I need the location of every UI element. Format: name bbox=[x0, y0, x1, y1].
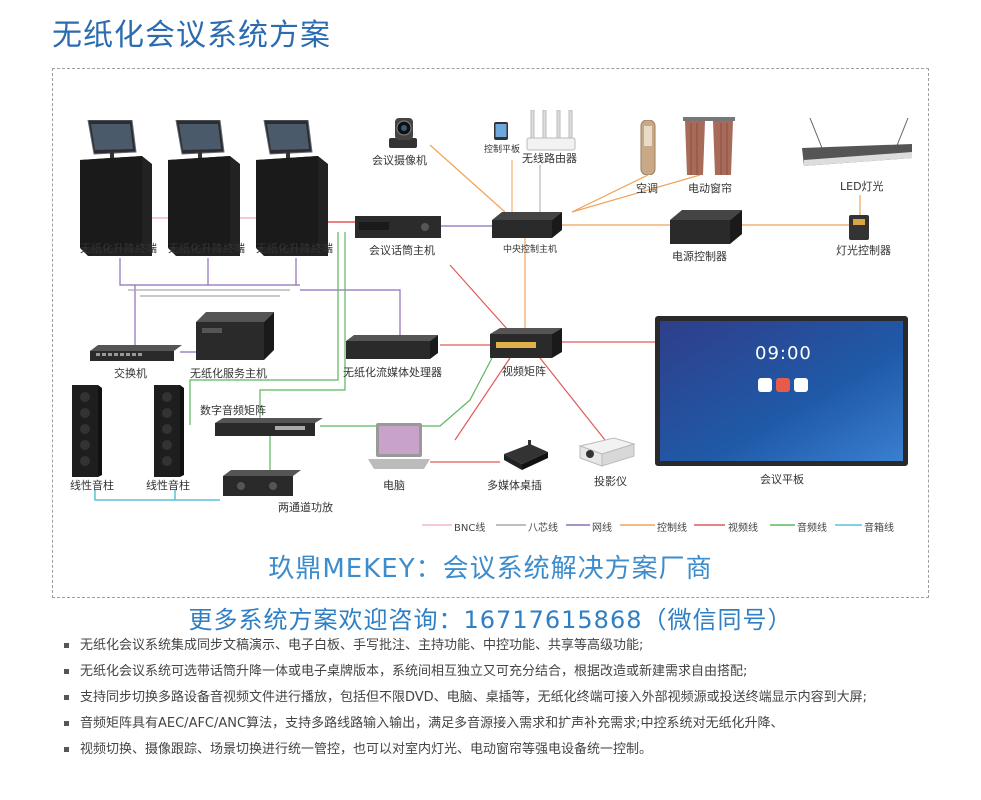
camera-icon bbox=[389, 118, 417, 148]
legend-label-speaker: 音箱线 bbox=[864, 523, 894, 534]
feature-list: 无纸化会议系统集成同步文稿演示、电子白板、手写批注、主持功能、中控功能、共享等高… bbox=[62, 636, 942, 766]
power-controller-icon bbox=[670, 210, 742, 244]
label-power-controller: 电源控制器 bbox=[672, 250, 727, 263]
label-control-tablet: 控制平板 bbox=[484, 145, 521, 155]
label-mic-host: 会议话筒主机 bbox=[369, 244, 435, 257]
wire-video bbox=[454, 357, 511, 441]
conference-panel-icon bbox=[655, 316, 908, 466]
lift-terminal-icon bbox=[80, 120, 152, 256]
wire-network bbox=[119, 258, 300, 286]
legend-label-audio: 音频线 bbox=[797, 523, 827, 534]
label-central-host: 中央控制主机 bbox=[503, 245, 558, 255]
wire-control bbox=[429, 144, 506, 213]
diagram-frame bbox=[52, 68, 929, 598]
label-terminal-3: 无纸化升降终端 bbox=[256, 242, 333, 255]
label-terminal-2: 无纸化升降终端 bbox=[168, 242, 245, 255]
list-item: 支持同步切换多路设备音视频文件进行播放，包括但不限DVD、电脑、桌插等，无纸化终… bbox=[62, 688, 942, 707]
wire-video bbox=[449, 264, 509, 331]
label-light-controller: 灯光控制器 bbox=[836, 244, 891, 257]
bullet-icon bbox=[64, 721, 69, 726]
bullet-icon bbox=[64, 747, 69, 752]
legend-label-network: 网线 bbox=[592, 523, 612, 534]
label-server: 无纸化服务主机 bbox=[190, 367, 267, 380]
wiring-diagram bbox=[94, 144, 862, 526]
streaming-processor-icon bbox=[346, 335, 438, 359]
label-conference-panel: 会议平板 bbox=[760, 473, 804, 486]
page-title: 无纸化会议系统方案 bbox=[52, 18, 331, 53]
mic-host-icon bbox=[355, 216, 441, 238]
label-audio-matrix: 数字音频矩阵 bbox=[200, 404, 266, 417]
screen-clock: 09:00 bbox=[755, 343, 812, 364]
wire-audio bbox=[259, 232, 346, 420]
label-curtain: 电动窗帘 bbox=[688, 182, 732, 195]
led-light-icon bbox=[802, 118, 912, 166]
air-conditioner-icon bbox=[640, 120, 656, 175]
wire-control bbox=[571, 174, 701, 213]
label-pc: 电脑 bbox=[383, 479, 405, 492]
central-host-icon bbox=[492, 212, 562, 238]
label-amplifier: 两通道功放 bbox=[278, 501, 333, 514]
label-ac: 空调 bbox=[636, 182, 658, 195]
audio-matrix-icon bbox=[215, 418, 323, 436]
server-icon bbox=[196, 312, 274, 360]
label-speaker-1: 线性音柱 bbox=[70, 479, 114, 492]
bullet-icon bbox=[64, 669, 69, 674]
projector-icon bbox=[578, 437, 636, 467]
wire-audio bbox=[189, 232, 339, 425]
label-switch: 交换机 bbox=[114, 367, 147, 380]
legend-label-bnc: BNC线 bbox=[454, 523, 486, 534]
speaker-icon bbox=[154, 385, 184, 477]
brand-slogan: 玖鼎MEKEY：会议系统解决方案厂商 bbox=[268, 554, 713, 584]
curtain-icon bbox=[683, 117, 735, 175]
label-router: 无线路由器 bbox=[522, 152, 577, 165]
label-led: LED灯光 bbox=[840, 180, 884, 193]
lift-terminal-icon bbox=[256, 120, 328, 256]
label-camera: 会议摄像机 bbox=[372, 154, 427, 167]
wire-speaker bbox=[94, 490, 220, 501]
network-switch-icon bbox=[90, 345, 182, 361]
bullet-icon bbox=[64, 643, 69, 648]
list-item: 无纸化会议系统可选带话筒升降一体或电子桌牌版本，系统间相互独立又可充分结合，根据… bbox=[62, 662, 942, 681]
label-stream-processor: 无纸化流媒体处理器 bbox=[343, 366, 442, 379]
list-item: 视频切换、摄像跟踪、场景切换进行统一管控，也可以对室内灯光、电动窗帘等强电设备统… bbox=[62, 740, 942, 759]
legend-label-video: 视频线 bbox=[728, 523, 758, 534]
tablet-icon bbox=[494, 122, 508, 140]
wire-control bbox=[571, 174, 649, 213]
video-matrix-icon bbox=[490, 328, 562, 358]
bullet-icon bbox=[64, 695, 69, 700]
light-controller-icon bbox=[849, 215, 869, 240]
wire-video bbox=[539, 357, 606, 441]
list-item: 音频矩阵具有AEC/AFC/ANC算法，支持多路线路输入输出，满足多音源接入需求… bbox=[62, 714, 942, 733]
label-speaker-2: 线性音柱 bbox=[146, 479, 190, 492]
desk-socket-icon bbox=[504, 440, 548, 470]
speaker-icon bbox=[72, 385, 102, 477]
wire-network bbox=[300, 289, 401, 342]
label-desk-socket: 多媒体桌插 bbox=[487, 479, 542, 492]
lift-terminal-icon bbox=[168, 120, 240, 256]
laptop-icon bbox=[368, 423, 430, 469]
amplifier-icon bbox=[223, 470, 301, 496]
label-video-matrix: 视频矩阵 bbox=[502, 365, 546, 378]
legend-label-control: 控制线 bbox=[657, 523, 687, 534]
contact-line: 更多系统方案欢迎咨询：16717615868（微信同号） bbox=[188, 606, 793, 634]
label-terminal-1: 无纸化升降终端 bbox=[80, 242, 157, 255]
list-item: 无纸化会议系统集成同步文稿演示、电子白板、手写批注、主持功能、中控功能、共享等高… bbox=[62, 636, 942, 655]
legend-label-eight-core: 八芯线 bbox=[528, 523, 558, 534]
label-projector: 投影仪 bbox=[594, 475, 627, 488]
router-icon bbox=[526, 110, 576, 151]
